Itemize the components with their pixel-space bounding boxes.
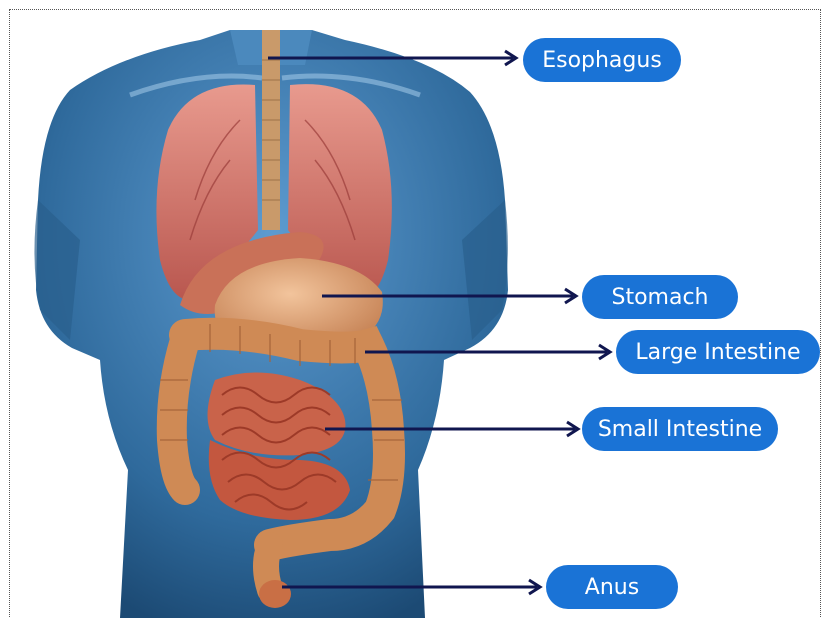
esophagus-label: Esophagus <box>523 38 681 82</box>
stomach-label: Stomach <box>582 275 738 319</box>
large-intestine-label: Large Intestine <box>616 330 820 374</box>
small-intestine-label: Small Intestine <box>582 407 778 451</box>
anus <box>259 580 291 608</box>
ascending-colon <box>172 340 185 490</box>
anus-label: Anus <box>546 565 678 609</box>
